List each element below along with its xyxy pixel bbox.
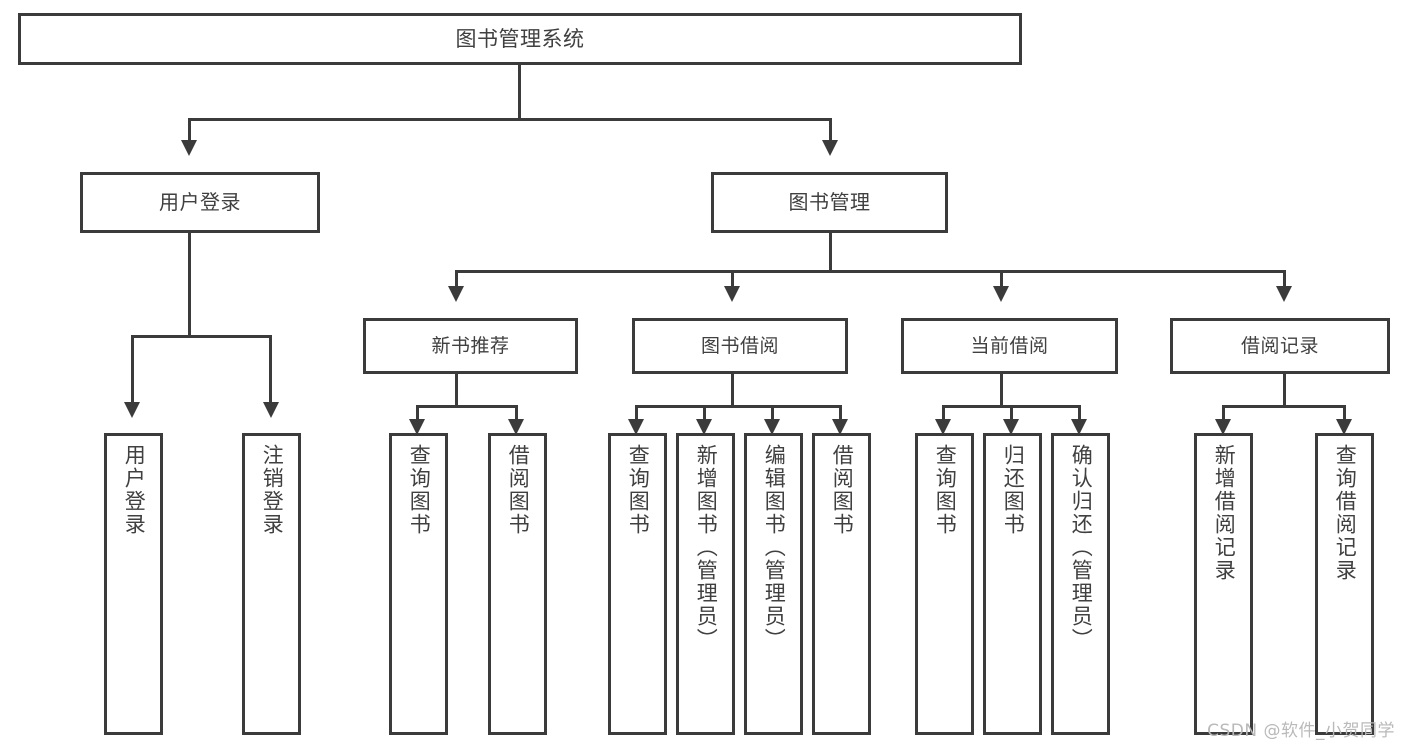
connector-br-c2 bbox=[1343, 405, 1346, 419]
connector-cb-c2 bbox=[1010, 405, 1013, 419]
connector-bb-c2 bbox=[703, 405, 706, 419]
node-label: 新书推荐 bbox=[431, 334, 510, 357]
connector-nbr-stem bbox=[455, 374, 458, 405]
leaf-label: 查询图书 bbox=[933, 444, 958, 536]
connector-user-login-bus bbox=[131, 335, 272, 338]
leaf-confirm-return[interactable]: 确认归还（管理员） bbox=[1051, 433, 1110, 735]
node-label: 图书管理 bbox=[788, 189, 871, 214]
connector-user-login-stem bbox=[188, 233, 191, 335]
node-user-login[interactable]: 用户登录 bbox=[80, 172, 320, 233]
arrow-to-leaf-query-book-1 bbox=[409, 419, 425, 435]
connector-user-login-left bbox=[131, 335, 134, 402]
connector-br-bus bbox=[1222, 405, 1346, 408]
leaf-label: 用户登录 bbox=[122, 444, 147, 536]
leaf-add-record[interactable]: 新增借阅记录 bbox=[1194, 433, 1253, 735]
node-label: 图书管理系统 bbox=[455, 26, 585, 51]
node-label: 借阅记录 bbox=[1240, 334, 1319, 357]
leaf-label: 借阅图书 bbox=[506, 444, 531, 536]
connector-to-borrow-record bbox=[1283, 270, 1286, 286]
connector-to-current-borrow bbox=[1000, 270, 1003, 286]
connector-root-to-user-login bbox=[188, 118, 191, 140]
connector-br-stem bbox=[1283, 374, 1286, 405]
connector-to-book-borrow bbox=[731, 270, 734, 286]
arrow-to-leaf-user-login bbox=[124, 402, 140, 418]
leaf-label: 查询图书 bbox=[407, 444, 432, 536]
leaf-query-book-2[interactable]: 查询图书 bbox=[608, 433, 667, 735]
connector-bb-bus bbox=[635, 405, 840, 408]
arrow-to-leaf-borrow-book-1 bbox=[508, 419, 524, 435]
connector-nbr-bus bbox=[416, 405, 518, 408]
leaf-borrow-book-2[interactable]: 借阅图书 bbox=[812, 433, 871, 735]
leaf-label: 查询借阅记录 bbox=[1333, 444, 1358, 582]
connector-user-login-right bbox=[269, 335, 272, 402]
leaf-edit-book[interactable]: 编辑图书（管理员） bbox=[744, 433, 803, 735]
leaf-label: 借阅图书 bbox=[830, 444, 855, 536]
arrow-to-leaf-add-record bbox=[1215, 419, 1231, 435]
arrow-to-leaf-return-book bbox=[1003, 419, 1019, 435]
leaf-label: 新增借阅记录 bbox=[1212, 444, 1237, 582]
connector-cb-c1 bbox=[942, 405, 945, 419]
node-label: 图书借阅 bbox=[700, 334, 779, 357]
connector-br-c1 bbox=[1222, 405, 1225, 419]
leaf-borrow-book-1[interactable]: 借阅图书 bbox=[488, 433, 547, 735]
node-current-borrow[interactable]: 当前借阅 bbox=[901, 318, 1118, 374]
leaf-label: 查询图书 bbox=[626, 444, 651, 536]
arrow-to-current-borrow bbox=[993, 286, 1009, 302]
arrow-to-borrow-record bbox=[1276, 286, 1292, 302]
connector-to-new-book-recommend bbox=[455, 270, 458, 286]
node-new-book-recommend[interactable]: 新书推荐 bbox=[363, 318, 578, 374]
arrow-to-user-login bbox=[181, 140, 197, 156]
leaf-label: 新增图书（管理员） bbox=[694, 444, 719, 651]
leaf-user-logout[interactable]: 注销登录 bbox=[242, 433, 301, 735]
arrow-to-leaf-add-book bbox=[696, 419, 712, 435]
node-label: 用户登录 bbox=[159, 189, 241, 214]
connector-cb-c3 bbox=[1078, 405, 1081, 419]
connector-bb-stem bbox=[731, 374, 734, 405]
leaf-label: 确认归还（管理员） bbox=[1069, 444, 1094, 651]
connector-cb-stem bbox=[1000, 374, 1003, 405]
arrow-to-leaf-user-logout bbox=[263, 402, 279, 418]
connector-nbr-c2 bbox=[515, 405, 518, 419]
arrow-to-leaf-query-book-3 bbox=[935, 419, 951, 435]
connector-bb-c4 bbox=[839, 405, 842, 419]
leaf-add-book[interactable]: 新增图书（管理员） bbox=[676, 433, 735, 735]
node-root-book-management-system[interactable]: 图书管理系统 bbox=[18, 13, 1022, 65]
leaf-user-login[interactable]: 用户登录 bbox=[104, 433, 163, 735]
node-book-borrow[interactable]: 图书借阅 bbox=[632, 318, 848, 374]
node-label: 当前借阅 bbox=[970, 334, 1049, 357]
arrow-to-leaf-borrow-book-2 bbox=[832, 419, 848, 435]
leaf-return-book[interactable]: 归还图书 bbox=[983, 433, 1042, 735]
connector-nbr-c1 bbox=[416, 405, 419, 419]
connector-level3-bus bbox=[455, 270, 1286, 273]
leaf-label: 编辑图书（管理员） bbox=[762, 444, 787, 651]
node-borrow-record[interactable]: 借阅记录 bbox=[1170, 318, 1390, 374]
leaf-query-book-3[interactable]: 查询图书 bbox=[915, 433, 974, 735]
arrow-to-leaf-query-record bbox=[1336, 419, 1352, 435]
connector-root-stem bbox=[518, 65, 521, 118]
arrow-to-leaf-edit-book bbox=[764, 419, 780, 435]
arrow-to-book-borrow bbox=[724, 286, 740, 302]
arrow-to-leaf-query-book-2 bbox=[628, 419, 644, 435]
node-book-management[interactable]: 图书管理 bbox=[711, 172, 948, 233]
connector-bb-c3 bbox=[771, 405, 774, 419]
watermark: CSDN @软件_小贺同学 bbox=[1207, 721, 1395, 741]
connector-root-bus bbox=[188, 118, 832, 121]
arrow-to-new-book-recommend bbox=[448, 286, 464, 302]
connector-root-to-book-management bbox=[829, 118, 832, 140]
connector-book-management-stem bbox=[829, 233, 832, 270]
connector-bb-c1 bbox=[635, 405, 638, 419]
leaf-label: 注销登录 bbox=[260, 444, 285, 536]
leaf-query-record[interactable]: 查询借阅记录 bbox=[1315, 433, 1374, 735]
leaf-label: 归还图书 bbox=[1001, 444, 1026, 536]
arrow-to-leaf-confirm-return bbox=[1071, 419, 1087, 435]
arrow-to-book-management bbox=[822, 140, 838, 156]
leaf-query-book-1[interactable]: 查询图书 bbox=[389, 433, 448, 735]
